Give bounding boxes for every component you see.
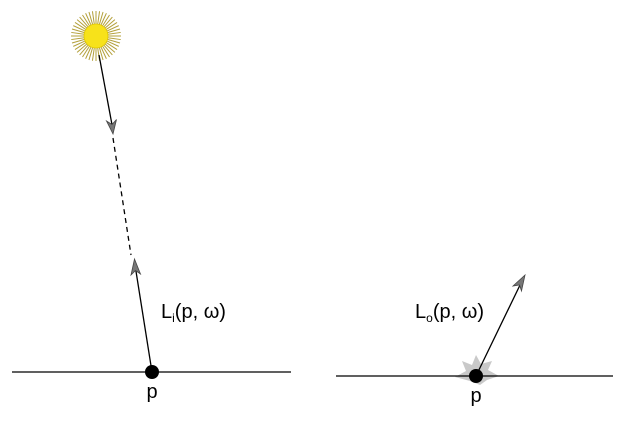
sun-ray	[103, 19, 116, 30]
sun-ray	[76, 42, 89, 53]
sun-ray	[82, 44, 91, 58]
sun-ray	[71, 37, 86, 41]
incoming-ray-dashed	[112, 137, 132, 256]
sun-ray	[106, 38, 121, 44]
sun-ray	[73, 40, 87, 47]
point-label-right: p	[470, 385, 481, 407]
incident-panel: p Li(p, ω)	[12, 11, 291, 403]
sun-ray	[105, 40, 119, 47]
incident-radiance-args: (p, ω)	[175, 301, 226, 323]
sun-ray	[79, 43, 90, 56]
sun-ray	[104, 41, 118, 50]
sun-ray	[71, 31, 86, 35]
outgoing-direction-line	[475, 282, 522, 377]
sun-ray	[76, 19, 89, 30]
outgoing-radiance-symbol: L	[415, 301, 426, 323]
sun-ray	[101, 14, 110, 28]
sun-ray	[97, 11, 101, 26]
sun-ray	[71, 38, 86, 44]
incident-direction-arrowhead	[130, 257, 142, 277]
sun-ray	[74, 22, 88, 31]
sun-ray	[91, 11, 95, 26]
outgoing-direction-arrowhead	[511, 273, 526, 293]
sun-ray	[105, 25, 119, 32]
sun-ray	[101, 44, 110, 58]
incident-radiance-subscript: i	[172, 311, 175, 325]
sun-ray	[82, 14, 91, 28]
sun-ray	[74, 41, 88, 50]
sun-ray	[98, 11, 104, 26]
sun-ray	[104, 22, 118, 31]
outgoing-radiance-args: (p, ω)	[433, 301, 484, 323]
point-label-left: p	[146, 381, 157, 403]
sun-ray	[102, 43, 113, 56]
sun-ray	[98, 46, 104, 61]
sun-ray	[102, 16, 113, 29]
incident-direction-line	[134, 264, 153, 373]
sun-ray	[88, 46, 94, 61]
sun-ray	[88, 11, 94, 26]
sun-ray	[91, 46, 95, 61]
sun-ray	[103, 42, 116, 53]
sun-ray	[100, 45, 107, 59]
outgoing-radiance-label: Lo(p, ω)	[415, 301, 484, 325]
incoming-ray-solid	[98, 54, 114, 131]
sun-ray	[71, 28, 86, 34]
sun-ray	[100, 13, 107, 27]
sun-ray	[85, 45, 92, 59]
surface-point-right	[469, 369, 483, 383]
incident-radiance-symbol: L	[161, 301, 172, 323]
incident-radiance-label: Li(p, ω)	[161, 301, 226, 325]
sun-ray	[79, 16, 90, 29]
sun-ray	[106, 28, 121, 34]
sun-ray	[73, 25, 87, 32]
sun-icon	[71, 11, 121, 61]
outgoing-panel: p Lo(p, ω)	[336, 273, 613, 407]
sun-ray	[106, 37, 121, 41]
sun-core	[83, 23, 109, 49]
surface-point-left	[145, 365, 159, 379]
incoming-ray-arrowhead	[105, 119, 117, 136]
sun-ray	[106, 31, 121, 35]
sun-ray	[85, 13, 92, 27]
outgoing-radiance-subscript: o	[426, 311, 433, 325]
